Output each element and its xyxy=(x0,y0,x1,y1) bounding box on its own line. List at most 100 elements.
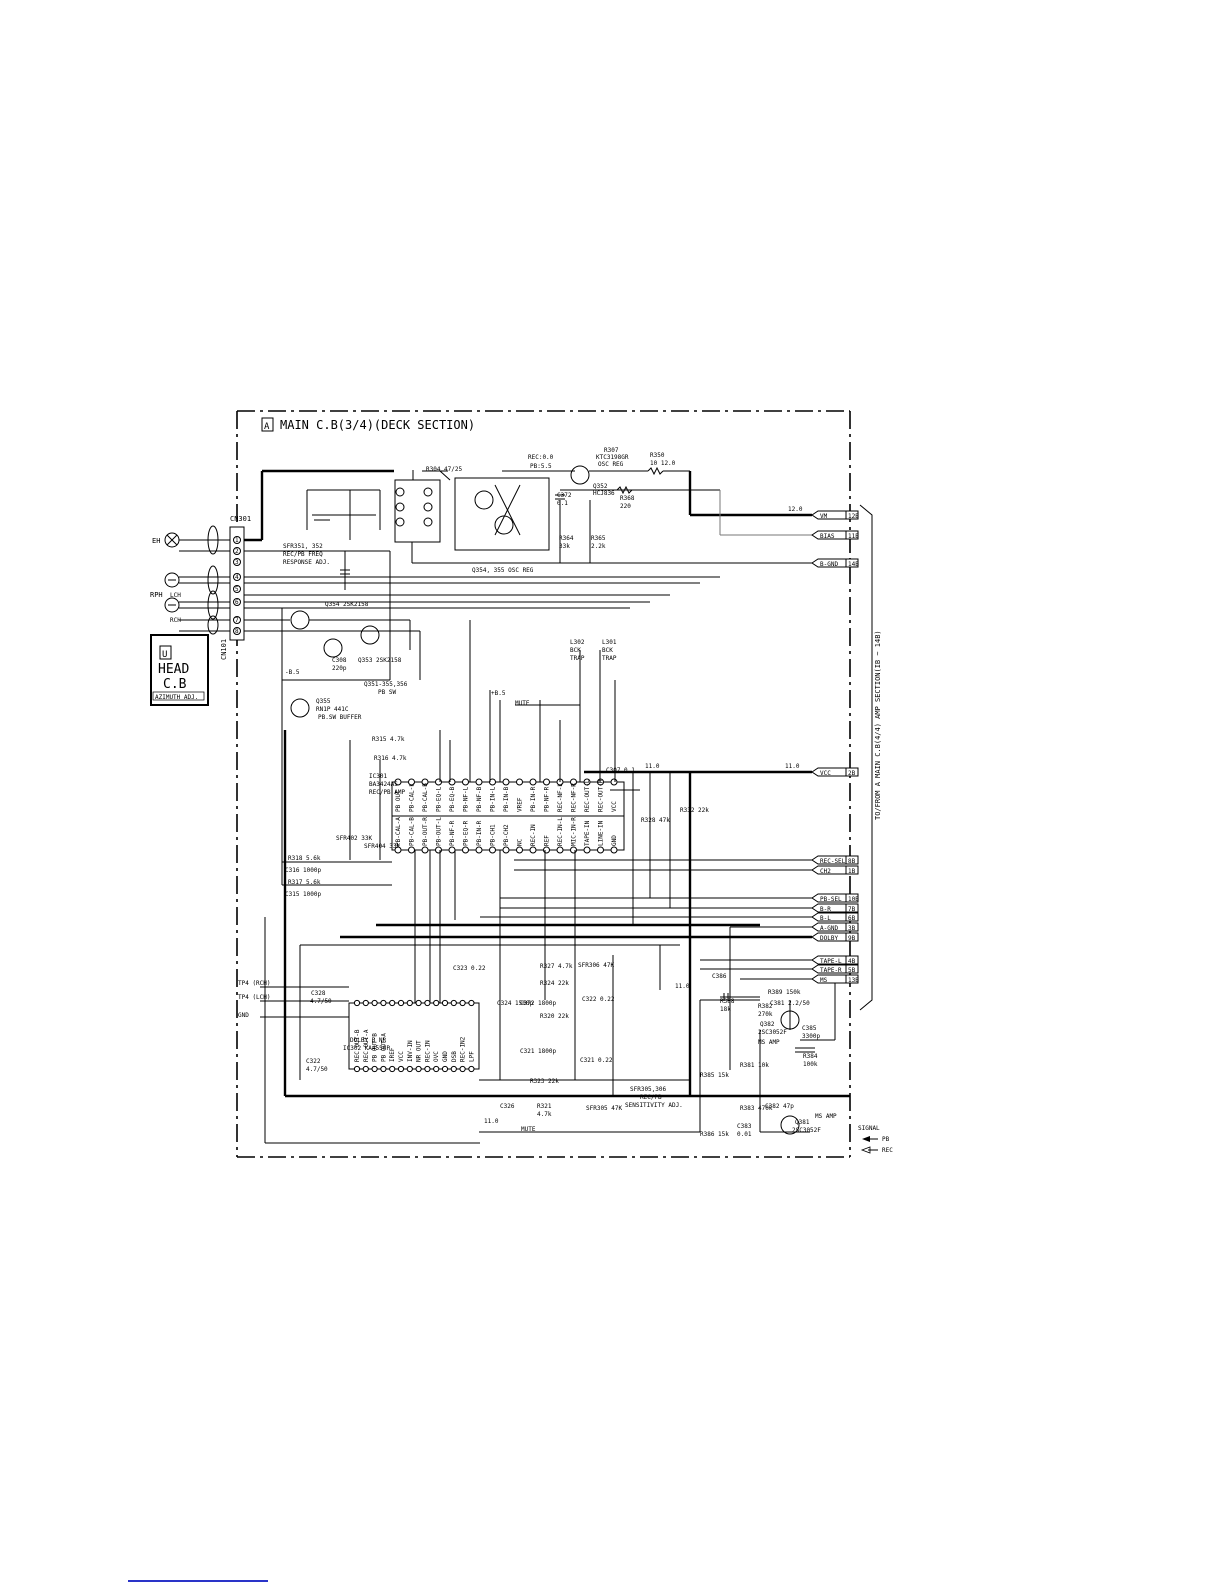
ic301-bottom-pin xyxy=(570,846,577,854)
component-label: L301 xyxy=(602,639,617,646)
ic302-top-pin xyxy=(389,999,396,1007)
port-label: B-R xyxy=(820,906,831,913)
connector-pin xyxy=(233,585,241,593)
port-label: TAPE-R xyxy=(820,967,842,974)
ic301-bottom-pin-label: MIC-IN-R xyxy=(571,817,578,846)
bus-lines xyxy=(260,620,850,1144)
ic301-top-pin xyxy=(435,778,442,786)
ic301-bottom-pin-label: PB-CH2 xyxy=(503,824,510,846)
component-label: 33k xyxy=(559,543,570,550)
ic301-top-pin xyxy=(475,778,483,786)
ic301-bottom-pin-label: PB-CAL-B xyxy=(409,817,416,846)
component-label: R384 xyxy=(803,1053,818,1060)
component-label: RN1P 441C xyxy=(316,706,349,713)
ic302-pin-label: INV-IN xyxy=(407,1040,414,1062)
component-label: R316 4.7k xyxy=(374,755,407,762)
port-pin: 12B xyxy=(848,513,859,520)
connector-pin-number: 5 xyxy=(235,586,239,593)
component-label: C372 1800p xyxy=(520,1000,557,1007)
component-label: BA3424AS xyxy=(369,781,398,788)
section-title: A MAIN C.B(3/4)(DECK SECTION) xyxy=(261,417,475,432)
ic301-bottom-pin-label: PB-IN-R xyxy=(476,820,483,846)
ic302-pin-label: REC-IN2 xyxy=(460,1036,467,1062)
head-board: U HEAD C.B AZIMUTH ADJ. xyxy=(150,634,209,706)
connector-pin xyxy=(233,547,241,555)
ic301-bottom-pin-label: GND xyxy=(611,835,618,846)
ic302-bottom-pin xyxy=(433,1065,440,1073)
ic302-pin-label: PB OUT-B xyxy=(372,1033,379,1062)
title-text: MAIN C.B(3/4)(DECK SECTION) xyxy=(280,418,475,432)
ic301-top-pin xyxy=(516,778,523,786)
port-pin: 2B xyxy=(848,770,856,777)
ic301-top-pin xyxy=(529,778,537,786)
bias-oscillator xyxy=(244,465,812,564)
component-label: C382 47p xyxy=(765,1103,794,1110)
component-label: R320 22k xyxy=(540,1013,569,1020)
ic302-top-pin xyxy=(406,999,413,1007)
component-label: SENSITIVITY ADJ. xyxy=(625,1102,683,1109)
component-label: MUTE xyxy=(521,1126,536,1133)
ic301-bottom-pin xyxy=(435,846,442,854)
ic302-pin-label: REC OUT-B xyxy=(354,1029,361,1062)
eh-label: EH xyxy=(152,537,160,545)
ic301-top-pin xyxy=(394,778,402,786)
component-label: BCK xyxy=(602,647,613,654)
ic301-top-pin-label: REC-NF-R xyxy=(571,783,578,812)
legend-rec: REC xyxy=(882,1147,893,1154)
ic301-bottom-pin-label: REF xyxy=(544,835,551,846)
component-label: R385 15k xyxy=(700,1072,729,1079)
legend-title: SIGNAL xyxy=(858,1125,880,1132)
port-pin: 13B xyxy=(848,977,859,984)
component-label: R323 22k xyxy=(530,1078,559,1085)
signal-legend: SIGNAL PB REC xyxy=(858,1125,893,1154)
component-label: PB SW xyxy=(378,689,396,696)
ic302-top-pin xyxy=(433,999,440,1007)
ic302-pin-label: REC OUT-A xyxy=(363,1029,370,1062)
component-label: Q352 xyxy=(593,483,608,490)
title-badge: A xyxy=(264,422,270,432)
port-pin: 7B xyxy=(848,906,856,913)
component-label: C328 xyxy=(311,990,326,997)
port-pin: 1B xyxy=(848,868,856,875)
ic302-top-pin xyxy=(459,999,466,1007)
legend-pb: PB xyxy=(882,1136,890,1143)
ic301-top-pin-label: PB-NF-B xyxy=(476,786,483,812)
ic301-top-pin-label: PB-EQ-B xyxy=(449,786,456,812)
component-label: 11.0 xyxy=(484,1118,499,1125)
component-label: R382 xyxy=(758,1003,773,1010)
ic302-pin-label: DSB xyxy=(451,1051,458,1062)
rch-label: RCH xyxy=(170,617,181,624)
port-pin: 3B xyxy=(848,925,856,932)
side-caption: TO/FROM A MAIN C.B(4/4) AMP SECTION(IB ~… xyxy=(874,630,882,820)
ic302-pin-label: OVC xyxy=(433,1051,440,1062)
ic302-top-pin xyxy=(397,999,405,1007)
ic301-top-pin xyxy=(543,778,550,786)
component-label: RESPONSE ADJ. xyxy=(283,559,330,566)
ic302-top-pin xyxy=(468,999,475,1007)
component-label: 10 12.0 xyxy=(650,460,676,467)
component-label: R332 22k xyxy=(680,807,709,814)
component-label: R317 5.6k xyxy=(288,879,321,886)
component-label: R383 470k xyxy=(740,1105,773,1112)
ic301-top-pin-label: VCC xyxy=(611,801,618,812)
ic302-pin-label: LPF xyxy=(468,1051,475,1062)
component-label: BCK xyxy=(570,647,581,654)
component-label: 0.01 xyxy=(737,1131,752,1138)
component-label: 12.0 xyxy=(788,506,803,513)
ic301-bottom-pin-label: PB-OUT-R xyxy=(422,817,429,846)
component-label: 18k xyxy=(720,1006,731,1013)
footer-link-underline[interactable] xyxy=(128,1580,268,1582)
cn101-label: CN101 xyxy=(220,639,228,660)
ic301-top-pin-label: PB OUT xyxy=(395,790,402,812)
port-label: DOLBY xyxy=(820,935,838,942)
ic301-bottom-pin-label: REC-IN xyxy=(530,824,537,846)
head-cables xyxy=(179,525,237,635)
component-label: SFR305,306 xyxy=(630,1086,667,1093)
ic301-bottom-pin-label: PB-CH1 xyxy=(490,824,497,846)
component-label: 270k xyxy=(758,1011,773,1018)
component-label: C326 xyxy=(500,1103,515,1110)
connector-pin-number: 7 xyxy=(235,617,239,624)
